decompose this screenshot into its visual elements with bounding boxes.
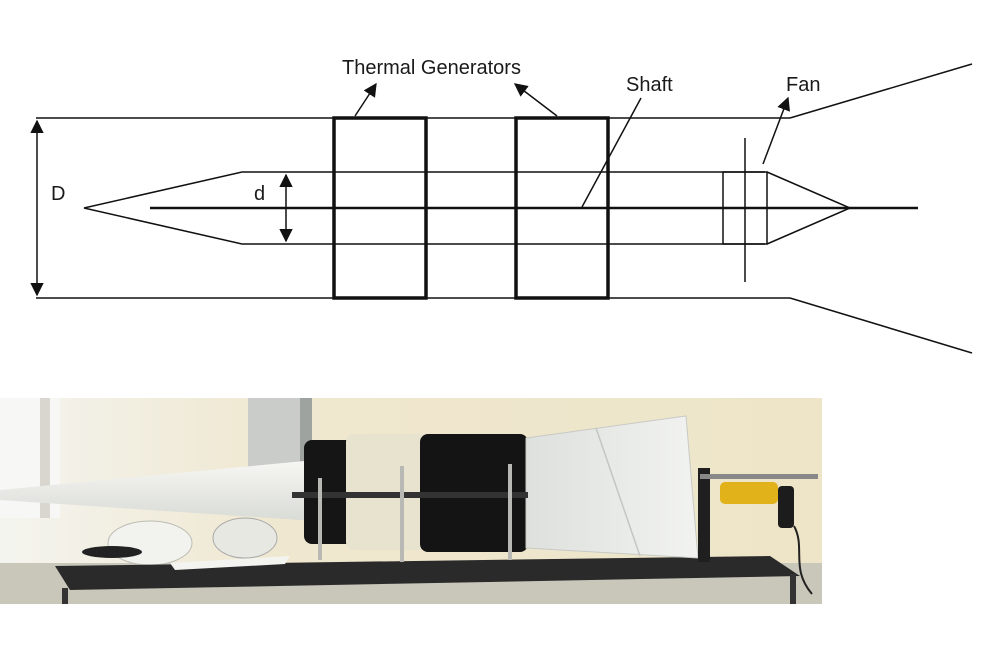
photo-table-leg-2: [790, 574, 796, 604]
photo-cable: [82, 546, 142, 558]
wind-tunnel-schematic: Thermal Generators Shaft Fan D d: [30, 57, 973, 354]
diffuser-top-wall: [789, 63, 973, 119]
photo-chair: [107, 520, 193, 566]
prototype-photo: [0, 398, 822, 604]
photo-paper: [170, 556, 290, 570]
photo-door-frame: [40, 398, 50, 518]
inner-diameter-label: d: [254, 183, 265, 205]
photo-rod-1: [318, 478, 322, 560]
photo-fan-guard: [212, 517, 278, 559]
outer-diameter-label: D: [51, 183, 65, 205]
photo-drill-body: [720, 482, 778, 504]
photo-rod-2: [400, 466, 404, 562]
diffuser-bottom-wall: [789, 297, 973, 354]
photo-rod-3: [508, 464, 512, 560]
thermal-generator-2: [514, 116, 610, 300]
tail-cone: [766, 171, 852, 245]
fan-arrow: [762, 96, 791, 165]
photo-nose-cone: [0, 460, 315, 521]
photo-drill-handle: [778, 486, 794, 528]
shaft-label: Shaft: [626, 74, 673, 96]
thermal-generator-arrow-1: [354, 82, 377, 117]
shaft-leader: [581, 97, 642, 208]
photo-rear-stand: [698, 468, 710, 562]
photo-diffuser: [525, 415, 699, 559]
photo-stand-bar: [700, 474, 818, 479]
thermal-generator-arrow-2: [513, 83, 558, 117]
inner-body-outline: [83, 171, 765, 245]
fan-label: Fan: [786, 74, 820, 96]
photo-table-leg-1: [62, 588, 68, 604]
photo-diffuser-seam: [595, 427, 641, 557]
photo-support-bar: [292, 492, 528, 498]
photo-drill-cord: [793, 525, 813, 595]
thermal-generators-label: Thermal Generators: [342, 57, 521, 79]
thermal-generator-1: [332, 116, 428, 300]
